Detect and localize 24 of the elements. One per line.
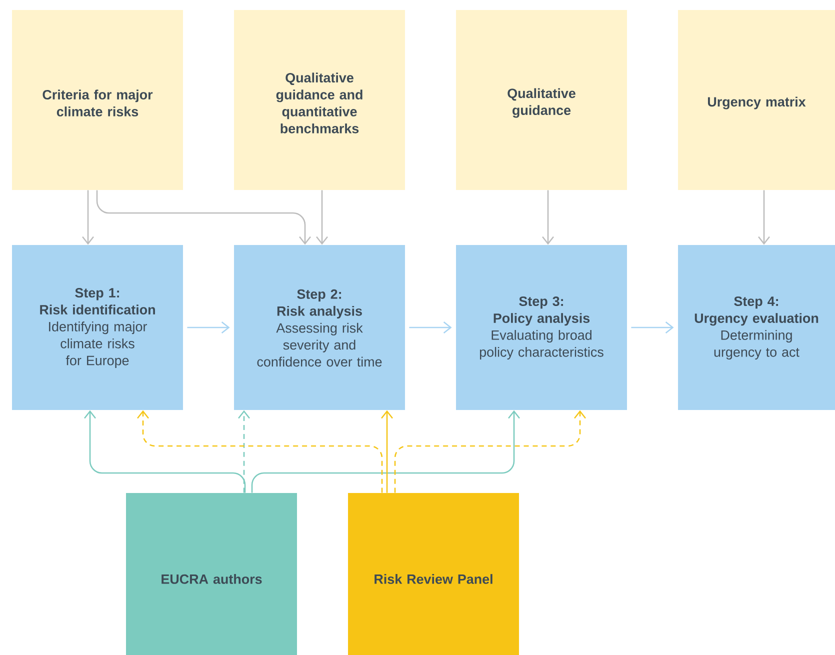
arrow — [137, 410, 383, 493]
arrow — [82, 190, 94, 245]
arrow — [631, 322, 674, 334]
arrow — [251, 410, 520, 493]
arrow — [96, 190, 311, 245]
step-box: Step 1: Risk identification Identifying major climate risks for Europe — [12, 245, 183, 410]
arrow — [758, 190, 770, 245]
arrow — [316, 190, 328, 245]
actor-box: Risk Review Panel — [348, 493, 519, 655]
arrow — [84, 410, 246, 493]
arrow — [187, 322, 230, 334]
arrow — [409, 322, 452, 334]
arrow — [238, 410, 250, 493]
arrow — [542, 190, 554, 245]
input-box: Criteria for major climate risks — [12, 10, 183, 190]
input-box: Qualitative guidance — [456, 10, 627, 190]
step-box: Step 2: Risk analysis Assessing risk severity and confidence over time — [234, 245, 405, 410]
step-box: Step 3: Policy analysis Evaluating broad policy characteristics — [456, 245, 627, 410]
input-box: Qualitative guidance and quantitative benchmarks — [234, 10, 405, 190]
actor-box: EUCRA authors — [126, 493, 297, 655]
step-box: Step 4: Urgency evaluation Determining urgency to act — [678, 245, 835, 410]
arrow — [381, 410, 393, 493]
arrow — [394, 410, 586, 493]
input-box: Urgency matrix — [678, 10, 835, 190]
